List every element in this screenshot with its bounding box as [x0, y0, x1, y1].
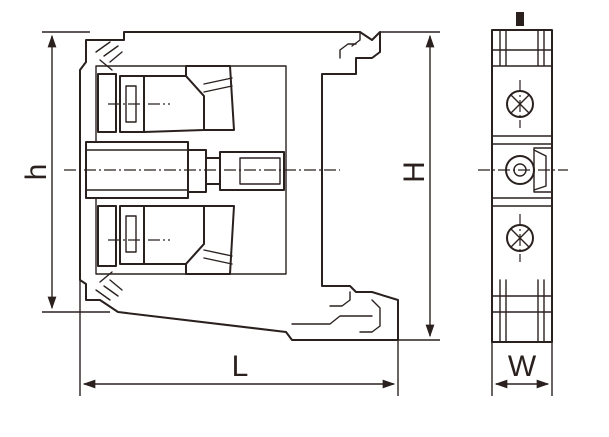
top-teeth [95, 41, 123, 71]
rail-foot-top [339, 31, 361, 59]
top-ribs [491, 29, 553, 67]
bottom-ribs [491, 279, 553, 343]
label-L: L [232, 350, 249, 383]
front-outline [491, 29, 553, 343]
dimension-h: h [20, 31, 110, 313]
lower-clamp [97, 205, 235, 275]
upper-clamp [97, 65, 235, 133]
dimension-H: H [380, 31, 440, 341]
front-view [478, 12, 568, 343]
label-h: h [20, 164, 53, 181]
dimension-L: L [79, 280, 399, 396]
mid-ribs [491, 135, 553, 207]
top-tab [516, 12, 524, 26]
rail-foot-bottom [329, 291, 381, 333]
center-channel [85, 141, 285, 199]
side-view [64, 31, 399, 341]
label-H: H [398, 161, 431, 183]
dimension-W: W [491, 342, 553, 396]
label-W: W [508, 350, 537, 383]
bottom-teeth [95, 271, 123, 301]
housing-outline [79, 31, 399, 341]
rail-foot-bottom-2 [291, 315, 373, 325]
